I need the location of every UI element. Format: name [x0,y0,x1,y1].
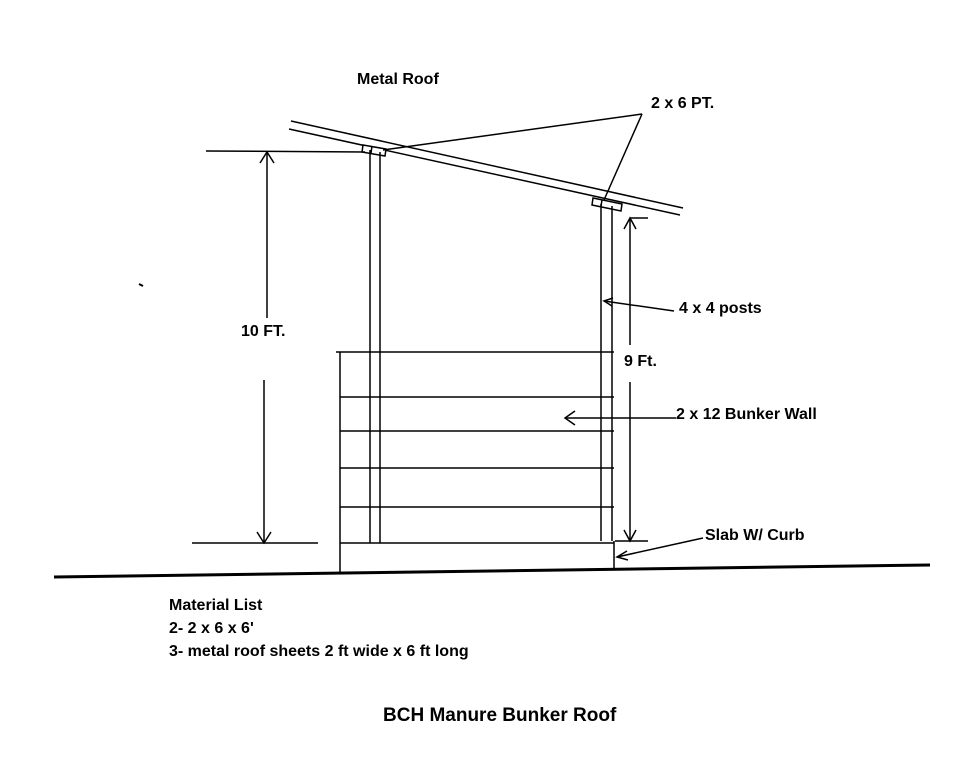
diagram-title: BCH Manure Bunker Roof [383,705,617,726]
label-nine-ft: 9 Ft. [624,353,657,370]
purlin-block-left [361,144,387,157]
material-list-item: 3- metal roof sheets 2 ft wide x 6 ft lo… [169,643,469,660]
metal-roof [288,120,684,216]
label-metal-roof: Metal Roof [357,71,439,88]
ground-line [53,563,931,579]
dimension-10ft [192,150,366,545]
label-two-by-six: 2 x 6 PT. [651,95,715,112]
label-slab: Slab W/ Curb [705,527,805,544]
label-bunker-wall: 2 x 12 Bunker Wall [676,406,817,423]
label-ten-ft: 10 FT. [241,323,286,340]
purlin-block-right [591,197,623,212]
label-posts: 4 x 4 posts [679,300,762,317]
material-list-heading: Material List [169,597,263,614]
leader-two-by-six [382,113,643,201]
leader-slab [615,537,704,561]
leader-bunker-wall [563,410,676,426]
bunker-wall [336,351,614,573]
post-left [369,150,381,543]
leader-posts [602,297,675,312]
dimension-9ft [615,216,648,543]
material-list-item: 2- 2 x 6 x 6' [169,620,254,637]
post-right [600,204,613,541]
slab-with-curb [340,541,615,569]
stray-mark [138,283,144,287]
